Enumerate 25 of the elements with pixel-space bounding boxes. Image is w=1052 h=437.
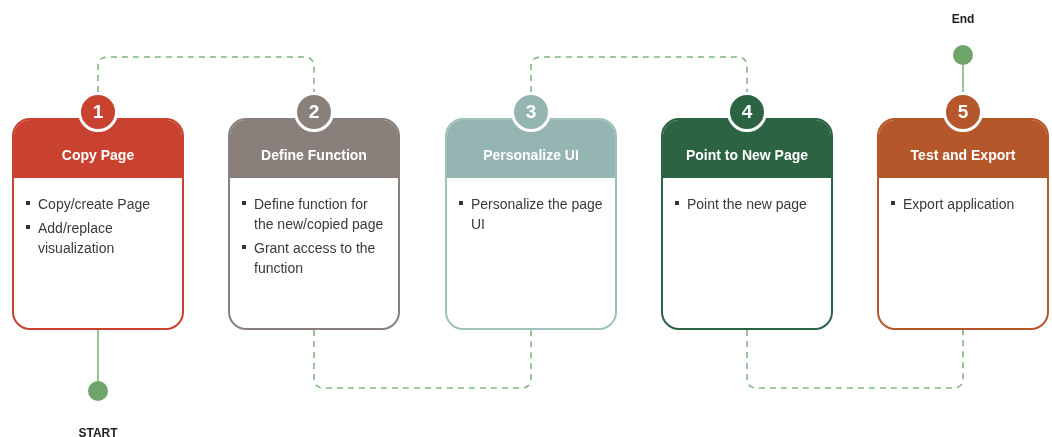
step-title: Define Function	[261, 145, 367, 165]
step-title: Point to New Page	[685, 145, 809, 165]
connector-line	[746, 329, 964, 389]
step-text: Personalize the page UI	[471, 195, 603, 234]
connector-line	[97, 56, 315, 93]
step-text: Point the new page	[687, 195, 807, 214]
connector-line	[97, 329, 99, 382]
step-text: Grant access to the function	[254, 239, 377, 278]
terminal-label: End	[951, 11, 975, 28]
step-text: Copy/create Page	[38, 195, 151, 214]
step-text: Add/replace visualization	[38, 219, 116, 258]
step-number-badge: 3	[511, 92, 551, 132]
step-number-badge: 2	[294, 92, 334, 132]
connector-line	[962, 64, 964, 93]
step-title: Personalize UI	[483, 145, 579, 165]
connector-line	[313, 329, 532, 389]
step-title: Test and Export	[910, 145, 1016, 165]
step-number-badge: 5	[943, 92, 983, 132]
connector-line	[530, 56, 748, 93]
step-number-badge: 4	[727, 92, 767, 132]
step-text: Export application	[903, 195, 1015, 214]
step-text: Define function for the new/copied page	[254, 195, 385, 234]
terminal-label: START	[78, 425, 118, 437]
step-number-badge: 1	[78, 92, 118, 132]
step-title: Copy Page	[61, 145, 135, 165]
